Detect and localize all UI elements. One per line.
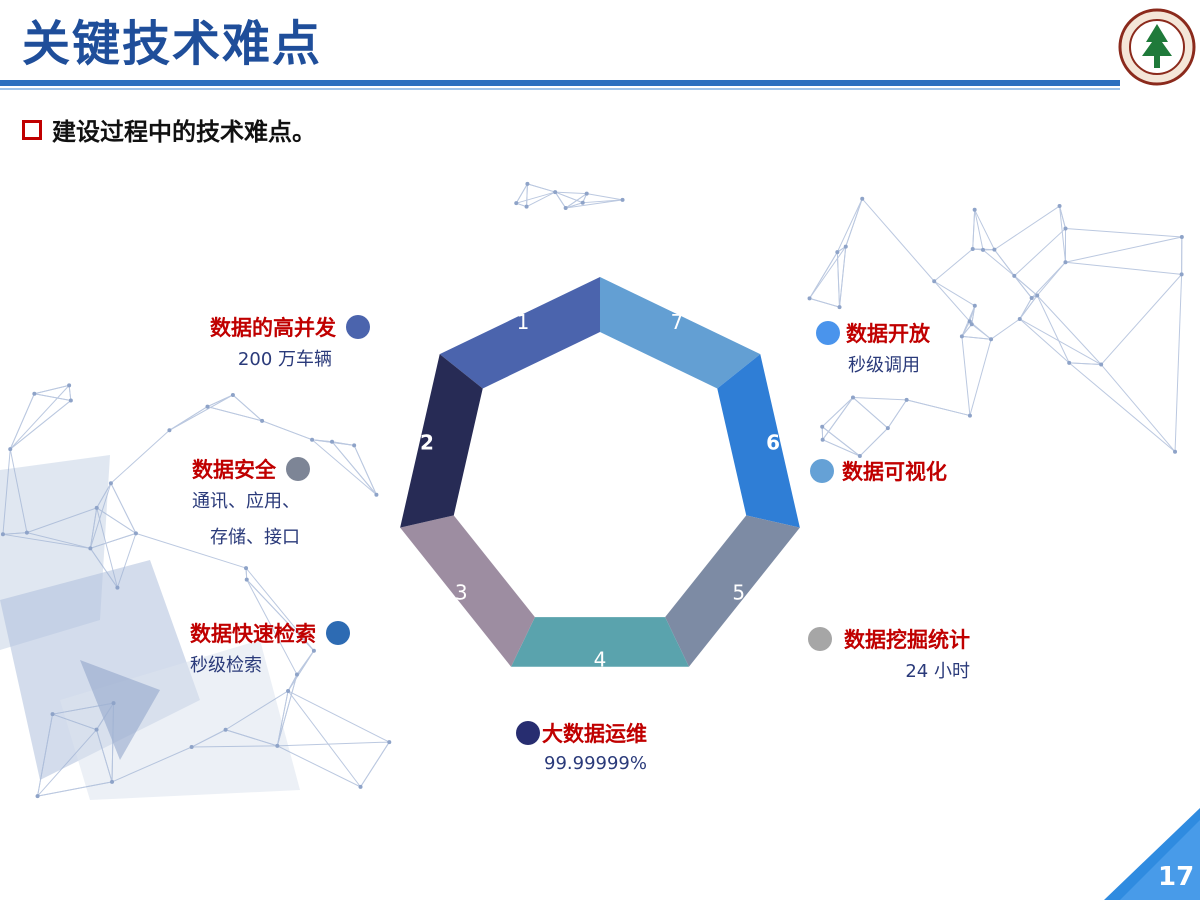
item-detail: 秒级调用 — [848, 355, 920, 376]
ring-segment-number: 4 — [594, 648, 607, 672]
item-data-concurrency: 数据的高并发 200 万车辆 — [210, 312, 370, 378]
ring-segment-5 — [665, 515, 800, 667]
ring-segment-3 — [400, 515, 535, 667]
ring-segment-7 — [600, 277, 761, 389]
item-label: 数据安全 — [192, 458, 276, 482]
ring-segment-4 — [511, 617, 689, 667]
ring-segment-number: 1 — [517, 310, 530, 334]
item-detail: 存储、接口 — [210, 527, 300, 548]
item-detail: 秒级检索 — [190, 655, 262, 676]
item-data-security: 数据安全 通讯、应用、 存储、接口 — [192, 454, 370, 556]
ring-segment-1 — [439, 277, 600, 389]
bullet-dot-icon — [346, 315, 370, 339]
ring-segment-2 — [400, 354, 483, 528]
subtitle-row: 建设过程中的技术难点。 — [22, 112, 316, 147]
ring-segment-number: 2 — [420, 431, 434, 455]
subtitle-text: 建设过程中的技术难点。 — [52, 118, 316, 146]
university-seal-logo — [1118, 8, 1196, 86]
item-label: 数据的高并发 — [210, 316, 336, 340]
item-data-open: 数据开放 秒级调用 — [816, 318, 930, 384]
bullet-dot-icon — [810, 459, 834, 483]
bullet-dot-icon — [286, 457, 310, 481]
page-number: 17 — [1158, 862, 1195, 892]
item-detail: 200 万车辆 — [237, 349, 332, 370]
ring-segment-6 — [717, 354, 800, 528]
bullet-dot-icon — [516, 721, 540, 745]
corner-triangle-light — [1120, 820, 1200, 900]
item-detail: 99.99999% — [544, 753, 647, 774]
item-label: 大数据运维 — [542, 722, 647, 746]
item-label: 数据挖掘统计 — [844, 628, 970, 652]
ring-segment-number: 5 — [732, 581, 745, 605]
item-detail: 24 小时 — [905, 661, 970, 682]
title-underline-thin — [0, 88, 1120, 90]
ring-segment-number: 6 — [766, 431, 780, 455]
item-data-mining: 数据挖掘统计 24 小时 — [808, 624, 970, 690]
title-underline — [0, 80, 1120, 86]
bullet-dot-icon — [326, 621, 350, 645]
page-title: 关键技术难点 — [22, 16, 323, 72]
item-data-search: 数据快速检索 秒级检索 — [190, 618, 350, 684]
item-bigdata-ops: 大数据运维 99.99999% — [516, 718, 647, 780]
ring-segment-number: 3 — [455, 581, 468, 605]
ring-segment-number: 7 — [671, 310, 684, 334]
bullet-dot-icon — [816, 321, 840, 345]
item-label: 数据可视化 — [842, 460, 947, 484]
item-data-visualization: 数据可视化 — [810, 456, 947, 486]
item-label: 数据快速检索 — [190, 622, 316, 646]
bullet-dot-icon — [808, 627, 832, 651]
square-bullet-icon — [22, 119, 42, 140]
item-detail: 通讯、应用、 — [192, 491, 300, 512]
item-label: 数据开放 — [846, 322, 930, 346]
